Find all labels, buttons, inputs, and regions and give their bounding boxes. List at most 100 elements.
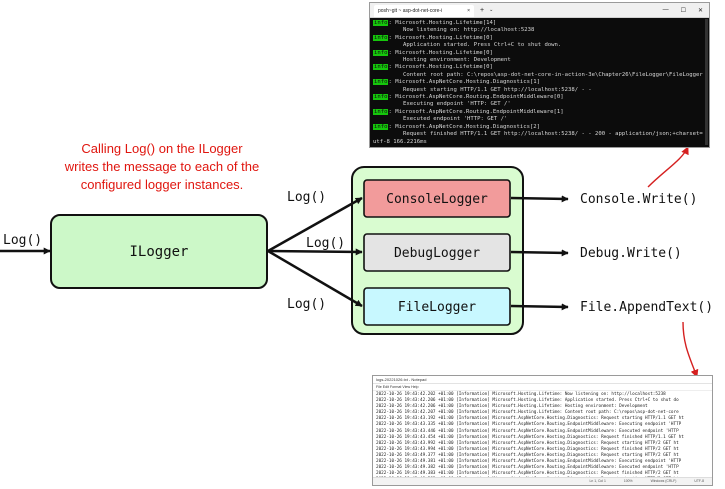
annotation-line-2: writes the message to each of the bbox=[64, 159, 259, 174]
debug-write-label: Debug.Write() bbox=[580, 246, 682, 261]
console-line-text: Hosting environment: Development bbox=[403, 57, 511, 64]
console-line-text: Now listening on: http://localhost:5238 bbox=[403, 27, 535, 34]
console-line: Executing endpoint 'HTTP: GET /' bbox=[373, 101, 706, 108]
console-output: info: Microsoft.Hosting.Lifetime[14]Now … bbox=[370, 18, 709, 147]
log-file-line: 2022-10-26 19:43:42.207 +01:00 [Informat… bbox=[376, 410, 679, 416]
log-file-content: 2022-10-26 19:43:42.202 +01:00 [Informat… bbox=[373, 391, 712, 484]
status-item: Windows (CRLF) bbox=[650, 479, 677, 483]
file-callout-arrow bbox=[682, 321, 699, 378]
console-line: info: Microsoft.AspNetCore.Routing.Endpo… bbox=[373, 108, 564, 115]
log-file-statusbar: Ln 1, Col 1 100% Windows (CRLF) UTF-8 bbox=[373, 477, 712, 485]
log-level-badge: info bbox=[373, 79, 389, 86]
input-log-label: Log() bbox=[3, 233, 42, 248]
console-line-text: Content root path: C:\repos\asp-dot-net-… bbox=[403, 71, 703, 78]
console-tab[interactable]: posh~git ~ asp-dot-net-core-i × bbox=[374, 5, 474, 17]
console-scrollbar[interactable] bbox=[705, 19, 708, 145]
log-file-line: 2022-10-26 19:43:49.382 +01:00 [Informat… bbox=[376, 465, 679, 471]
log-file-line: 2022-10-26 19:43:42.206 +01:00 [Informat… bbox=[376, 404, 648, 410]
status-item: Ln 1, Col 1 bbox=[589, 479, 606, 483]
console-write-label: Console.Write() bbox=[580, 192, 697, 207]
log-level-badge: info bbox=[373, 20, 389, 26]
console-line: Application started. Press Ctrl+C to shu… bbox=[373, 42, 706, 49]
log-file-line: 2022-10-26 19:43:43.454 +01:00 [Informat… bbox=[376, 434, 684, 440]
console-line: Now listening on: http://localhost:5238 bbox=[373, 27, 706, 34]
close-icon[interactable]: ✕ bbox=[697, 7, 703, 14]
annotation-line-1: Calling Log() on the ILogger bbox=[81, 141, 243, 156]
console-write-arrow bbox=[510, 195, 569, 203]
log-file-line: 2022-10-26 19:43:42.202 +01:00 [Informat… bbox=[376, 392, 666, 397]
console-line: info: Microsoft.AspNetCore.Hosting.Diagn… bbox=[373, 123, 541, 130]
console-line: Content root path: C:\repos\asp-dot-net-… bbox=[373, 72, 706, 79]
file-logger-node bbox=[363, 287, 511, 326]
log-file-line: 2022-10-26 19:43:49.383 +01:00 [Informat… bbox=[376, 471, 679, 477]
status-item: 100% bbox=[623, 479, 633, 483]
console-line-text: Microsoft.Hosting.Lifetime[0] bbox=[395, 34, 493, 41]
chevron-down-icon[interactable]: ⌄ bbox=[489, 7, 494, 13]
log-file-title: logs-20221026.txt - Notepad bbox=[373, 376, 712, 384]
file-log-label: Log() bbox=[287, 297, 326, 312]
console-log-arrow bbox=[267, 196, 363, 253]
console-line-text: Microsoft.AspNetCore.Hosting.Diagnostics… bbox=[395, 123, 541, 130]
debug-logger-label: DebugLogger bbox=[394, 246, 480, 261]
console-line-text: Microsoft.Hosting.Lifetime[0] bbox=[395, 64, 493, 71]
console-line-text: Microsoft.AspNetCore.Routing.EndpointMid… bbox=[395, 108, 564, 115]
console-line: info: Microsoft.Hosting.Lifetime[0] bbox=[373, 64, 493, 71]
log-level-badge: info bbox=[373, 94, 389, 101]
console-line: info: Microsoft.Hosting.Lifetime[0] bbox=[373, 49, 493, 56]
console-log-label: Log() bbox=[287, 190, 326, 205]
console-line: info: Microsoft.Hosting.Lifetime[14] bbox=[373, 20, 497, 26]
console-line: info: Microsoft.AspNetCore.Hosting.Diagn… bbox=[373, 79, 541, 86]
console-callout-arrow bbox=[647, 146, 689, 188]
console-window: posh~git ~ asp-dot-net-core-i × + ⌄ — ☐ … bbox=[369, 2, 710, 148]
console-line: info: Microsoft.Hosting.Lifetime[0] bbox=[373, 34, 493, 41]
maximize-icon[interactable]: ☐ bbox=[680, 7, 686, 14]
console-line-text: Microsoft.Hosting.Lifetime[0] bbox=[395, 49, 493, 56]
console-line: Request finished HTTP/1.1 GET http://loc… bbox=[373, 131, 706, 138]
console-line-text: Microsoft.AspNetCore.Hosting.Diagnostics… bbox=[395, 79, 541, 86]
annotation-line-3: configured logger instances. bbox=[81, 177, 244, 192]
debug-write-arrow bbox=[510, 249, 569, 257]
log-file-window: logs-20221026.txt - Notepad File Edit Fo… bbox=[372, 375, 713, 486]
console-line-text: Request finished HTTP/1.1 GET http://loc… bbox=[403, 131, 703, 138]
log-file-line: 2022-10-26 19:43:49.377 +01:00 [Informat… bbox=[376, 452, 679, 458]
log-level-badge: info bbox=[373, 108, 389, 115]
status-item: UTF-8 bbox=[694, 479, 704, 483]
debug-log-arrow bbox=[267, 248, 363, 256]
console-tab-title: posh~git ~ asp-dot-net-core-i bbox=[378, 8, 443, 14]
log-file-line: 2022-10-26 19:43:43.992 +01:00 [Informat… bbox=[376, 440, 679, 446]
tab-close-icon[interactable]: × bbox=[467, 8, 470, 14]
debug-logger-node bbox=[363, 233, 511, 272]
console-line-text: Microsoft.AspNetCore.Routing.EndpointMid… bbox=[395, 94, 564, 101]
console-line: info: Microsoft.AspNetCore.Routing.Endpo… bbox=[373, 94, 564, 101]
ilogger-node bbox=[50, 214, 268, 289]
console-line-text: utf-8 166.2216ms bbox=[373, 138, 427, 145]
log-file-line: 2022-10-26 19:43:43.994 +01:00 [Informat… bbox=[376, 446, 679, 452]
console-line: Request starting HTTP/1.1 GET http://loc… bbox=[373, 87, 706, 94]
log-file-line: 2022-10-26 19:43:43.446 +01:00 [Informat… bbox=[376, 428, 679, 434]
log-level-badge: info bbox=[373, 123, 389, 130]
file-append-arrow bbox=[510, 303, 569, 311]
console-line-text: Application started. Press Ctrl+C to shu… bbox=[403, 42, 562, 49]
console-line-text: Request starting HTTP/1.1 GET http://loc… bbox=[403, 86, 592, 93]
console-logger-label: ConsoleLogger bbox=[386, 192, 488, 207]
minimize-icon[interactable]: — bbox=[662, 6, 669, 13]
log-file-line: 2022-10-26 19:43:42.206 +01:00 [Informat… bbox=[376, 398, 679, 404]
ilogger-label: ILogger bbox=[129, 244, 188, 260]
log-file-menu[interactable]: File Edit Format View Help bbox=[373, 384, 712, 391]
console-titlebar: posh~git ~ asp-dot-net-core-i × + ⌄ — ☐ … bbox=[370, 3, 709, 18]
log-file-line: 2022-10-26 19:43:43.192 +01:00 [Informat… bbox=[376, 416, 684, 422]
console-line-text: Executed endpoint 'HTTP: GET /' bbox=[403, 116, 508, 123]
log-file-line: 2022-10-26 19:43:43.335 +01:00 [Informat… bbox=[376, 422, 682, 428]
console-line-text: Executing endpoint 'HTTP: GET /' bbox=[403, 101, 511, 108]
debug-log-label: Log() bbox=[306, 236, 345, 251]
console-logger-node bbox=[363, 179, 511, 218]
file-log-arrow bbox=[267, 249, 363, 308]
console-line: Hosting environment: Development bbox=[373, 57, 706, 64]
file-logger-label: FileLogger bbox=[398, 300, 476, 315]
new-tab-icon[interactable]: + bbox=[480, 6, 485, 14]
log-level-badge: info bbox=[373, 49, 389, 56]
console-line: utf-8 166.2216ms bbox=[373, 139, 706, 146]
console-line-text: Microsoft.Hosting.Lifetime[14] bbox=[395, 20, 497, 26]
log-level-badge: info bbox=[373, 64, 389, 71]
